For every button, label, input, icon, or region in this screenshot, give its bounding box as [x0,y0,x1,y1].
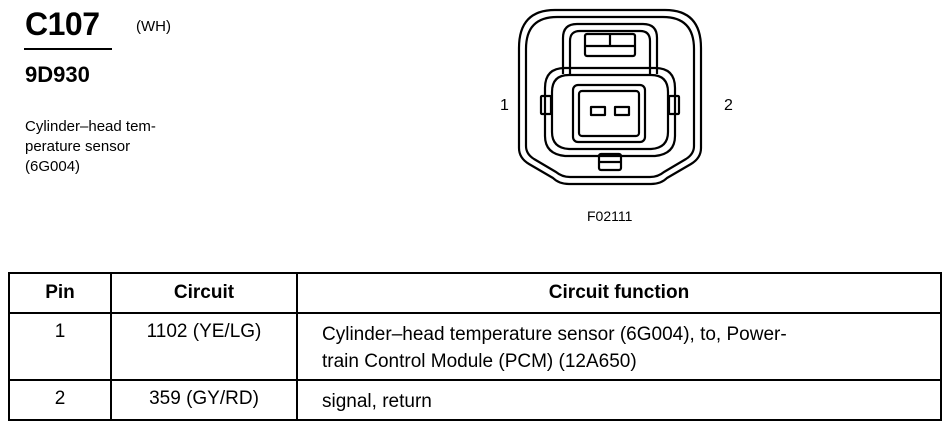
table-row: 2 359 (GY/RD) signal, return [8,379,942,421]
connector-inner-body [543,66,677,158]
latch-loop [561,22,659,74]
pin-2-terminal [613,105,631,117]
side-lug-right [667,94,681,116]
circuit-function-cell: Cylinder–head temperature sensor (6G004)… [296,312,942,381]
part-number: 9D930 [25,62,90,87]
connector-face-diagram [517,8,703,186]
pin-label-2: 2 [724,97,733,114]
pin-label-1: 1 [500,97,509,114]
header-pin: Pin [8,272,112,314]
pin-cell: 1 [8,312,112,381]
connector-outer-housing [517,8,703,186]
circuit-cell: 359 (GY/RD) [110,379,298,421]
table-row: 1 1102 (YE/LG) Cylinder–head temperature… [8,312,942,381]
function-line: signal, return [322,391,432,412]
terminal-cavity [571,83,647,144]
header-circuit: Circuit [110,272,298,314]
description-line: Cylinder–head tem- [25,118,156,135]
pin-table: Pin Circuit Circuit function 1 1102 (YE/… [8,272,942,421]
pin-1-terminal [589,105,607,117]
description-line: perature sensor [25,138,131,155]
circuit-function-cell: signal, return [296,379,942,421]
circuit-cell: 1102 (YE/LG) [110,312,298,381]
table-header-row: Pin Circuit Circuit function [8,272,942,314]
header-circuit-function: Circuit function [296,272,942,314]
description-line: (6G004) [25,158,81,175]
connector-inner-body-line [550,73,670,151]
function-line: train Control Module (PCM) (12A650) [322,351,637,372]
terminal-cavity-inner [577,89,641,138]
side-lug-left [539,94,553,116]
color-code: (WH) [136,18,171,35]
figure-code: F02111 [587,208,633,224]
component-description: Cylinder–head tem- perature sensor (6G00… [25,117,156,177]
connector-housing-inner-outline [524,15,696,179]
connector-id: C107 [25,6,100,42]
connector-id-underline [24,48,112,50]
pin-cell: 2 [8,379,112,421]
function-line: Cylinder–head temperature sensor (6G004)… [322,324,787,345]
latch-loop-inner [568,29,652,74]
